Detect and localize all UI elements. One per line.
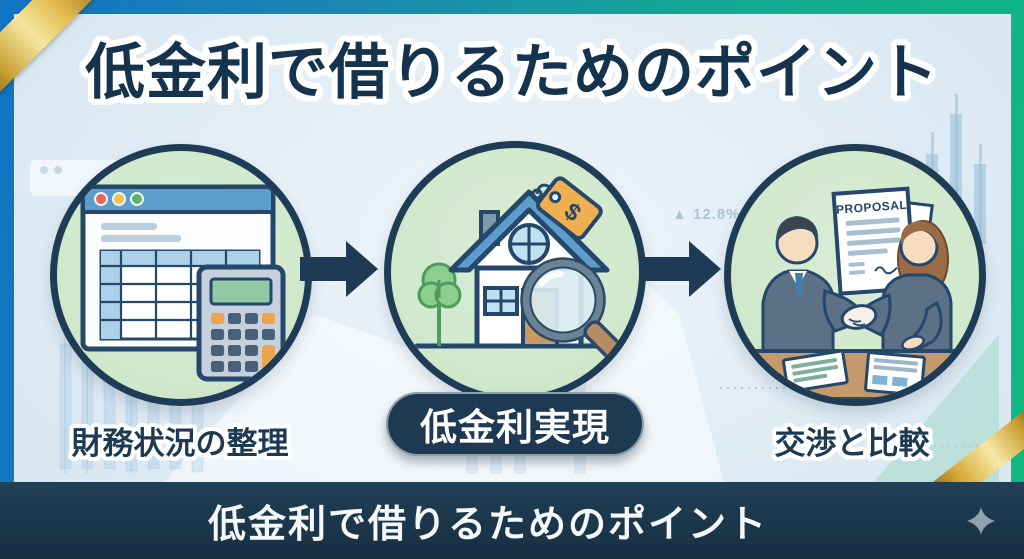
arrow-right-icon	[300, 241, 378, 297]
step2-label-pill: 低金利実現	[386, 392, 644, 456]
step3-circle: PROPOSAL	[724, 144, 986, 406]
page-title: 低金利で借りるためのポイント	[85, 39, 939, 106]
step2-label: 低金利実現	[420, 407, 610, 448]
handshake-hands-icon	[840, 304, 878, 330]
footer-bar: 低金利で借りるためのポイント	[0, 482, 1024, 559]
step1-label: 財務状況の整理	[71, 426, 289, 461]
handshake-proposal-icon: PROPOSAL	[736, 186, 976, 399]
sparkle-icon	[967, 507, 995, 535]
spreadsheet-calculator-icon	[80, 184, 286, 382]
step1-circle	[50, 144, 312, 406]
house-price-tag-magnifier-icon: $	[414, 176, 631, 368]
proposal-title-text: PROPOSAL	[836, 198, 908, 217]
calculator-icon	[196, 264, 286, 382]
businesswoman-icon	[855, 220, 953, 363]
magnifier-icon	[520, 257, 631, 368]
step2-circle: $	[384, 141, 646, 403]
step3-label: 交渉と比較	[774, 426, 930, 461]
tree-icon	[417, 262, 462, 346]
percentage-watermark: ▲ 12.8%	[672, 206, 741, 223]
arrow-right-icon	[643, 241, 721, 297]
footer-title: 低金利で借りるためのポイント	[207, 504, 768, 546]
businessman-icon	[761, 215, 866, 363]
